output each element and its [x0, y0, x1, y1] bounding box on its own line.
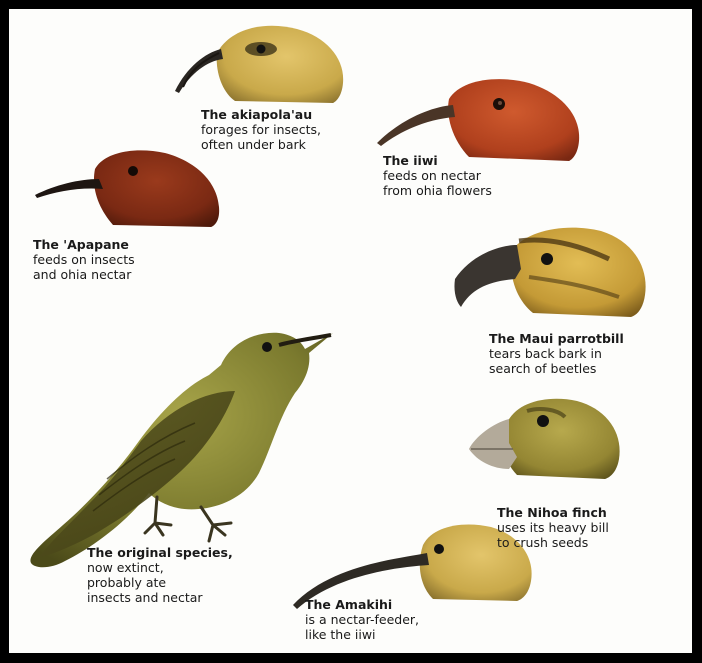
nihoa-finch-head [469, 399, 620, 479]
bird-desc-line: and ohia nectar [33, 267, 135, 282]
bird-name: The original species, [87, 545, 233, 560]
bird-desc-line: now extinct, [87, 560, 233, 575]
bird-desc-line: feeds on insects [33, 252, 135, 267]
bird-desc-line: forages for insects, [201, 122, 321, 137]
caption-amakihi: The Amakihi is a nectar-feeder, like the… [305, 597, 419, 642]
bird-desc-line: from ohia flowers [383, 183, 492, 198]
caption-original-species: The original species, now extinct, proba… [87, 545, 233, 605]
bird-desc-line: to crush seeds [497, 535, 609, 550]
apapane-head [35, 150, 219, 227]
caption-nihoa-finch: The Nihoa finch uses its heavy bill to c… [497, 505, 609, 550]
bird-desc-line: search of beetles [489, 361, 624, 376]
maui-parrotbill-head [454, 228, 645, 317]
iiwi-head [377, 79, 579, 161]
bird-desc-line: often under bark [201, 137, 321, 152]
caption-apapane: The 'Apapane feeds on insects and ohia n… [33, 237, 135, 282]
bird-desc-line: uses its heavy bill [497, 520, 609, 535]
bird-desc-line: tears back bark in [489, 346, 624, 361]
bird-desc-line: feeds on nectar [383, 168, 492, 183]
bird-desc-line: like the iiwi [305, 627, 419, 642]
diagram-panel: The akiapola'au forages for insects, oft… [9, 9, 692, 653]
bird-desc-line: insects and nectar [87, 590, 233, 605]
caption-iiwi: The iiwi feeds on nectar from ohia flowe… [383, 153, 492, 198]
bird-name: The Nihoa finch [497, 505, 609, 520]
bird-name: The akiapola'au [201, 107, 321, 122]
bird-desc-line: is a nectar-feeder, [305, 612, 419, 627]
caption-akiapolaau: The akiapola'au forages for insects, oft… [201, 107, 321, 152]
akiapolaau-head [175, 26, 343, 103]
bird-name: The Amakihi [305, 597, 419, 612]
bird-name: The 'Apapane [33, 237, 135, 252]
bird-desc-line: probably ate [87, 575, 233, 590]
bird-name: The Maui parrotbill [489, 331, 624, 346]
caption-maui-parrotbill: The Maui parrotbill tears back bark in s… [489, 331, 624, 376]
original-species-bird [30, 333, 333, 567]
bird-name: The iiwi [383, 153, 492, 168]
